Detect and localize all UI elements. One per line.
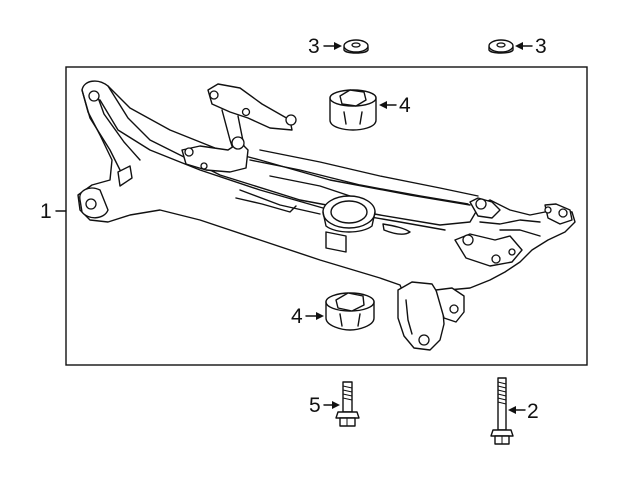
callout-3-left: 3 xyxy=(308,35,342,58)
callout-3-right: 3 xyxy=(515,35,547,58)
bolt-short-illustration xyxy=(335,381,360,427)
subframe-illustration xyxy=(77,80,576,351)
callout-4-lower: 4 xyxy=(291,305,324,328)
callout-label-mount-bushing-upper: 4 xyxy=(399,94,411,117)
callout-1: 1 xyxy=(40,200,67,223)
callout-4-upper: 4 xyxy=(379,94,411,117)
callout-label-bolt-short: 5 xyxy=(309,394,321,417)
callout-label-washer-left: 3 xyxy=(308,35,320,58)
callout-5: 5 xyxy=(309,394,340,417)
callout-2: 2 xyxy=(508,400,539,423)
callout-label-mount-bushing-lower: 4 xyxy=(291,305,303,328)
bolt-long-illustration xyxy=(490,377,514,445)
callout-label-subframe: 1 xyxy=(40,200,52,223)
callout-label-bolt-long: 2 xyxy=(527,400,539,423)
washer-left-illustration xyxy=(343,39,369,54)
subframe-frame-box xyxy=(65,66,588,366)
mount-bushing-upper-illustration xyxy=(329,89,377,131)
callout-label-washer-right: 3 xyxy=(535,35,547,58)
washer-right-illustration xyxy=(488,39,514,54)
mount-bushing-lower-illustration xyxy=(325,292,375,331)
